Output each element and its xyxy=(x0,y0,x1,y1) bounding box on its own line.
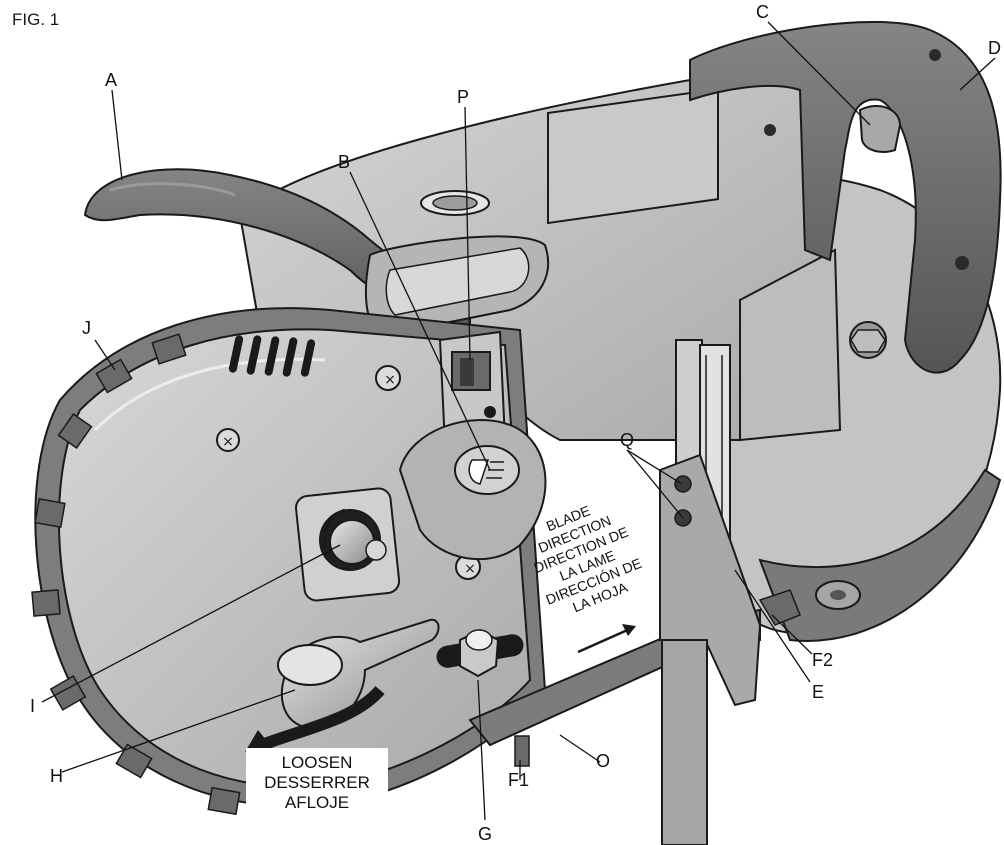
tension-lever[interactable] xyxy=(245,618,440,757)
adjustment-knob[interactable] xyxy=(435,628,525,678)
front-wheel-housing: × × × × xyxy=(31,307,547,816)
callout-B: B xyxy=(338,152,350,172)
loosen-line-en: LOOSEN xyxy=(281,753,353,772)
svg-text:×: × xyxy=(384,372,396,388)
motor-vents xyxy=(228,335,316,377)
loosen-label: LOOSEN DESSERRER AFLOJE xyxy=(246,748,388,818)
callout-H: H xyxy=(50,766,63,786)
callout-F2: F2 xyxy=(812,650,833,670)
callout-P: P xyxy=(457,87,469,107)
front-handle[interactable] xyxy=(83,168,550,337)
power-switch[interactable] xyxy=(438,330,507,447)
trigger-switch[interactable] xyxy=(858,105,902,153)
rear-handle[interactable] xyxy=(689,21,1002,374)
blade-direction-arrow-icon xyxy=(577,626,633,654)
callout-G: G xyxy=(478,824,492,844)
callout-F1: F1 xyxy=(508,770,529,790)
loosen-line-fr: DESSERRER xyxy=(264,773,370,792)
callout-O: O xyxy=(596,751,610,771)
callout-labels: A B C D E F1 F2 G H I J O P Q xyxy=(30,2,1001,844)
svg-text:×: × xyxy=(464,561,476,577)
callout-Q: Q xyxy=(620,430,634,450)
led-light[interactable] xyxy=(398,419,547,561)
svg-text:×: × xyxy=(222,434,234,450)
figure-title: FIG. 1 xyxy=(12,10,60,29)
speed-dial[interactable] xyxy=(295,487,401,602)
callout-J: J xyxy=(82,318,91,338)
light-icon xyxy=(468,459,490,485)
callout-A: A xyxy=(105,70,117,90)
callout-E: E xyxy=(812,682,824,702)
blade-guide xyxy=(659,339,801,845)
guide-screw-upper xyxy=(674,475,692,493)
callout-I: I xyxy=(30,696,35,716)
loosen-arrow-icon xyxy=(259,685,385,751)
callout-D: D xyxy=(988,38,1001,58)
callout-C: C xyxy=(756,2,769,22)
loosen-line-es: AFLOJE xyxy=(284,793,350,812)
leader-lines xyxy=(41,21,996,821)
